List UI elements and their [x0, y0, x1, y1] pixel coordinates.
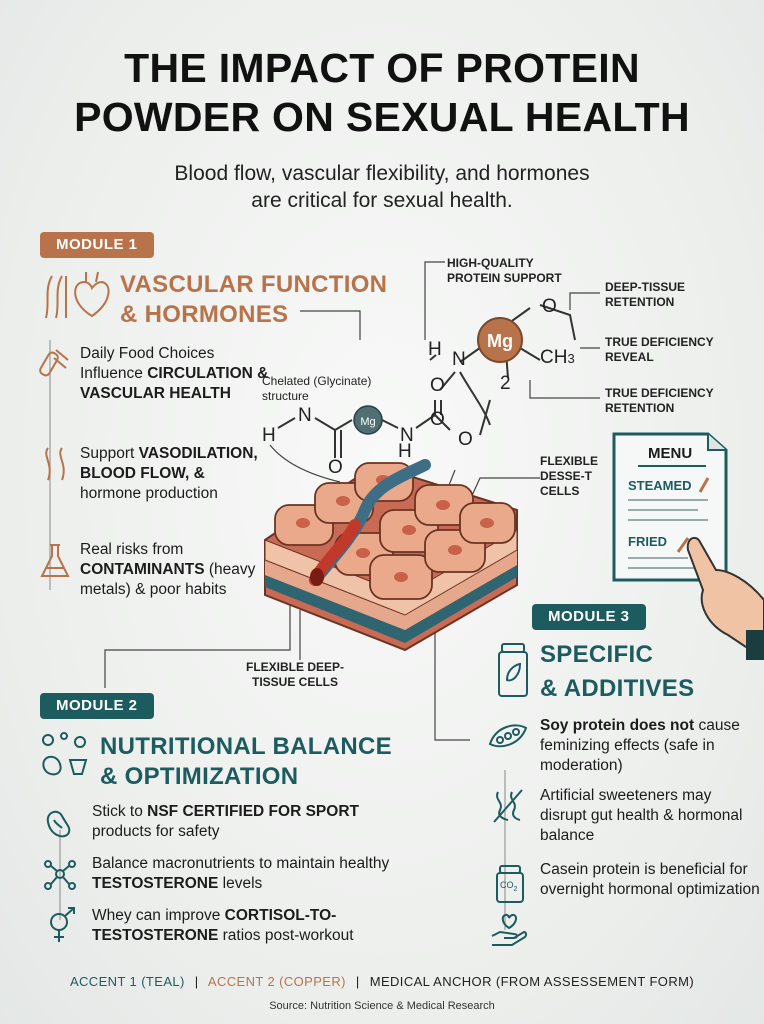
soy-pod-icon — [488, 724, 528, 748]
atom-h-1: H — [428, 339, 442, 360]
module3-item-1: Soy protein does not cause feminizing ef… — [540, 717, 740, 774]
food-bar-icon — [39, 349, 69, 377]
legend-medical-anchor: MEDICAL ANCHOR (FROM ASSESSEMENT FORM) — [369, 974, 695, 989]
module2-pill: MODULE 2 — [40, 693, 154, 719]
mg-atom-large — [477, 317, 523, 363]
module2-heading-line-2: & OPTIMIZATION — [100, 763, 299, 790]
menu-illustration — [612, 432, 764, 660]
label-chelated-structure: Chelated (Glycinate) structure — [262, 374, 372, 403]
atom-h-3: H — [398, 441, 412, 462]
footer-legend: ACCENT 1 (TEAL) | ACCENT 2 (COPPER) | ME… — [69, 974, 695, 989]
atom-o-1: O — [542, 296, 557, 317]
title-line-2: POWDER ON SEXUAL HEALTH — [74, 94, 690, 140]
module1-item-1: Daily Food Choices Influence CIRCULATION… — [80, 345, 269, 402]
module2-item-2: Balance macronutrients to maintain healt… — [92, 855, 390, 892]
bean-icon — [46, 810, 71, 838]
label-true-deficiency-retention: TRUE DEFICIENCY RETENTION — [605, 386, 714, 415]
atom-n-1: N — [452, 349, 466, 370]
module1-heading-line-2: & HORMONES — [120, 301, 289, 328]
molecule-icon — [44, 860, 76, 890]
menu-item-fried: FRIED — [628, 534, 667, 549]
label-deep-tissue-retention: DEEP-TISSUE RETENTION — [605, 280, 686, 309]
atom-n-3: N — [400, 425, 414, 446]
atom-o-4: O — [458, 429, 473, 450]
legend-accent2: ACCENT 2 (COPPER) — [207, 974, 346, 989]
atom-o-5: O — [328, 457, 343, 478]
vessel-icon — [45, 447, 65, 481]
connector-module1 — [300, 310, 361, 340]
atom-o-3: O — [430, 409, 445, 430]
module3-heading-line-2: & ADDITIVES — [540, 675, 695, 702]
footer-source: Source: Nutrition Science & Medical Rese… — [269, 1000, 495, 1012]
mg-atom-small — [353, 405, 383, 435]
legend-accent1: ACCENT 1 (TEAL) — [69, 974, 185, 989]
page-title: THE IMPACT OF PROTEIN POWDER ON SEXUAL H… — [0, 44, 764, 142]
atom-ch3: CH3 — [540, 347, 575, 368]
subtitle-line-1: Blood flow, vascular flexibility, and ho… — [174, 162, 590, 185]
gender-icon — [50, 907, 75, 942]
label-true-deficiency-reveal: TRUE DEFICIENCY REVEAL — [605, 335, 714, 364]
title-line-1: THE IMPACT OF PROTEIN — [124, 45, 640, 91]
module3-item-2: Artificial sweeteners may disrupt gut he… — [540, 787, 743, 844]
nutrients-icon — [42, 732, 88, 776]
no-sweetener-icon — [493, 789, 523, 823]
menu-title: MENU — [648, 445, 693, 462]
tissue-cells-illustration — [264, 459, 518, 652]
heart-hand-icon — [491, 913, 528, 946]
module3-pill: MODULE 3 — [532, 604, 646, 630]
module3-item-3: Casein protein is beneficial for overnig… — [540, 861, 760, 898]
atom-n-2: N — [298, 405, 312, 426]
subtitle-line-2: are critical for sexual health. — [251, 189, 513, 212]
module1-item-2: Support VASODILATION, BLOOD FLOW, & horm… — [80, 445, 258, 502]
module1-pill: MODULE 1 — [40, 232, 154, 258]
heart-vessel-icon — [45, 271, 110, 319]
page-subtitle: Blood flow, vascular flexibility, and ho… — [0, 160, 764, 214]
menu-item-steamed: STEAMED — [628, 478, 692, 493]
atom-h-2: H — [262, 425, 276, 446]
label-flexible-desset-cells: FLEXIBLE DESSE-T CELLS — [540, 454, 599, 498]
supplement-jar-icon — [498, 643, 528, 697]
module2-item-1: Stick to NSF CERTIFIED FOR SPORT product… — [92, 803, 359, 840]
svg-text:Mg: Mg — [487, 331, 513, 351]
module3-heading: SPECIFIC & ADDITIVES — [540, 640, 694, 704]
casein-jar-icon — [496, 865, 524, 903]
molecule-diagram: Mg Mg — [277, 304, 576, 458]
module1-heading: VASCULAR FUNCTION & HORMONES — [120, 270, 387, 330]
module2-heading-line-1: NUTRITIONAL BALANCE — [100, 733, 392, 760]
module1-item-3: Real risks from CONTAMINANTS (heavy meta… — [80, 541, 256, 598]
atom-2: 2 — [500, 373, 511, 394]
casein-jar-label: CO2 — [500, 880, 518, 893]
svg-text:Mg: Mg — [360, 416, 375, 428]
label-protein-support: HIGH-QUALITY PROTEIN SUPPORT — [447, 256, 562, 285]
module2-item-3: Whey can improve CORTISOL-TO-TESTOSTERON… — [92, 907, 354, 944]
module3-heading-line-1: SPECIFIC — [540, 641, 654, 668]
atom-o-2: O — [430, 375, 445, 396]
flask-icon — [40, 544, 70, 577]
connector-module2 — [104, 590, 291, 688]
module1-heading-line-1: VASCULAR FUNCTION — [120, 271, 388, 298]
label-flexible-deep-tissue-cells: FLEXIBLE DEEP-TISSUE CELLS — [245, 660, 344, 689]
module2-heading: NUTRITIONAL BALANCE & OPTIMIZATION — [100, 732, 392, 792]
